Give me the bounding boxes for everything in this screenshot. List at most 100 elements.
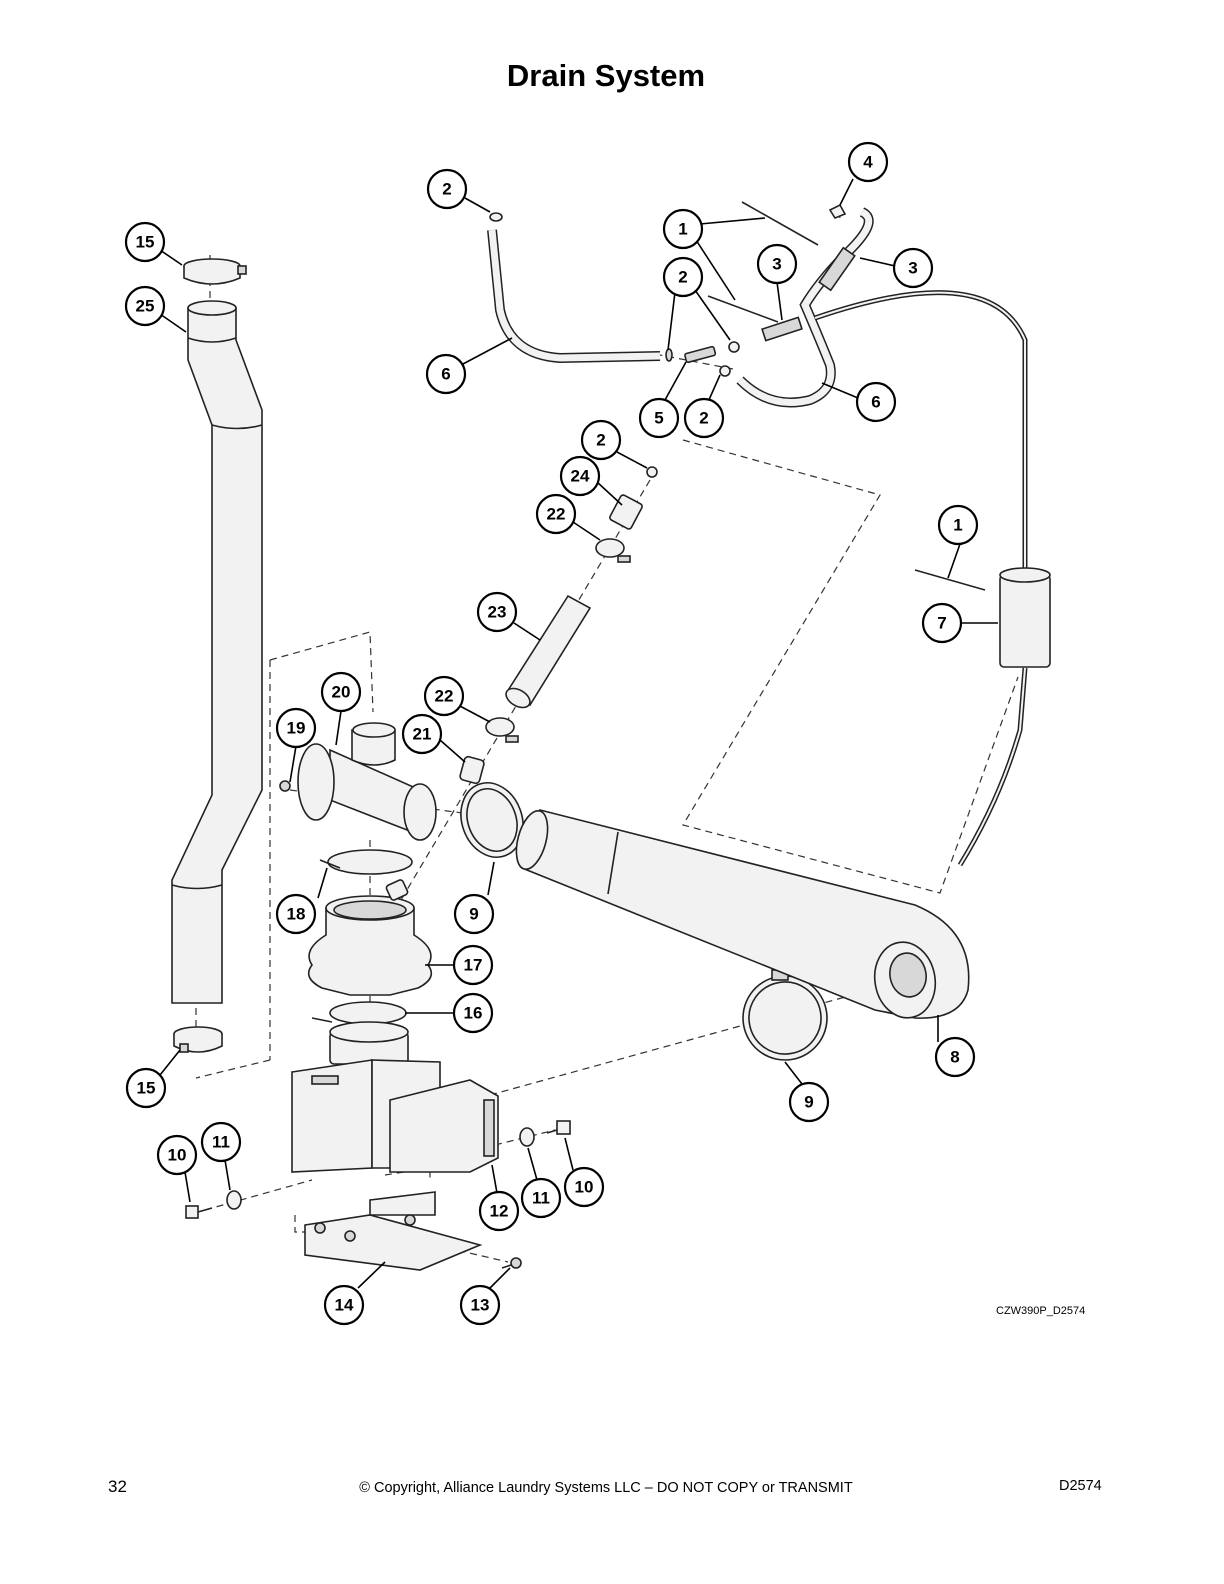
- callout-23: 23: [476, 591, 518, 633]
- svg-text:5: 5: [654, 409, 663, 428]
- hose-sleeve-upper: [818, 246, 856, 292]
- callout-14: 14: [323, 1284, 365, 1326]
- callout-15-bottom: 15: [125, 1067, 167, 1109]
- callout-22-upper: 22: [535, 493, 577, 535]
- svg-text:4: 4: [863, 153, 873, 172]
- callout-2-top-left: 2: [426, 168, 468, 210]
- callout-9-lower: 9: [788, 1081, 830, 1123]
- air-trap: [999, 567, 1051, 668]
- drain-hose-elbow: [515, 809, 970, 1019]
- bracket-screw: [501, 1257, 522, 1269]
- callout-16: 16: [452, 992, 494, 1034]
- svg-text:17: 17: [464, 956, 483, 975]
- svg-text:20: 20: [332, 683, 351, 702]
- callout-25: 25: [124, 285, 166, 327]
- small-clamp-d: [489, 212, 503, 222]
- document-code: D2574: [1059, 1478, 1102, 1494]
- washer-left: [226, 1190, 242, 1210]
- svg-text:2: 2: [699, 409, 708, 428]
- drain-boot: [307, 879, 433, 996]
- bolt-left: [185, 1205, 213, 1219]
- cable-tie-upper: [741, 201, 819, 246]
- drain-pipe: [171, 300, 263, 1004]
- pipe-clamp-top: [183, 258, 247, 285]
- svg-text:10: 10: [168, 1146, 187, 1165]
- svg-text:24: 24: [571, 467, 590, 486]
- pipe-clamp-bottom: [173, 1026, 223, 1053]
- callout-3-middle: 3: [756, 243, 798, 285]
- callout-11-left: 11: [200, 1121, 242, 1163]
- callout-19: 19: [275, 707, 317, 749]
- callout-15-top: 15: [124, 221, 166, 263]
- svg-text:18: 18: [287, 905, 306, 924]
- boot-clamp-lower: [311, 1001, 407, 1025]
- svg-text:3: 3: [908, 259, 917, 278]
- cable-tie-middle: [707, 295, 779, 323]
- callout-1-right: 1: [937, 504, 979, 546]
- callout-11-right: 11: [520, 1177, 562, 1219]
- svg-text:3: 3: [772, 255, 781, 274]
- svg-text:12: 12: [490, 1202, 509, 1221]
- svg-text:11: 11: [532, 1189, 550, 1208]
- svg-text:15: 15: [136, 233, 155, 252]
- svg-text:1: 1: [678, 220, 687, 239]
- callout-2-upper: 2: [662, 256, 704, 298]
- callout-2-tube: 2: [580, 419, 622, 461]
- copyright-notice: © Copyright, Alliance Laundry Systems LL…: [359, 1480, 853, 1496]
- callout-20: 20: [320, 671, 362, 713]
- svg-text:22: 22: [547, 505, 566, 524]
- small-clamp-a: [728, 341, 740, 353]
- callout-22-lower: 22: [423, 675, 465, 717]
- leader-lines: [159, 178, 998, 1291]
- svg-text:2: 2: [678, 268, 687, 287]
- svg-text:19: 19: [287, 719, 306, 738]
- svg-text:9: 9: [804, 1093, 813, 1112]
- cable-tie-right: [914, 569, 986, 591]
- callout-1-top: 1: [662, 208, 704, 250]
- svg-text:7: 7: [937, 614, 946, 633]
- hose-adapter: [609, 494, 643, 530]
- svg-text:1: 1: [953, 516, 962, 535]
- callout-5: 5: [638, 397, 680, 439]
- callout-3-right: 3: [892, 247, 934, 289]
- callout-24: 24: [559, 455, 601, 497]
- callout-4: 4: [847, 141, 889, 183]
- small-clamp-e: [646, 466, 658, 478]
- svg-text:6: 6: [441, 365, 450, 384]
- svg-text:2: 2: [596, 431, 605, 450]
- callout-7: 7: [921, 602, 963, 644]
- hose-clamp-lower: [742, 969, 828, 1061]
- callout-9-upper: 9: [453, 893, 495, 935]
- callout-10-left: 10: [156, 1134, 198, 1176]
- page-title: Drain System: [506, 58, 706, 93]
- callout-13: 13: [459, 1284, 501, 1326]
- svg-text:23: 23: [488, 603, 507, 622]
- svg-text:15: 15: [137, 1079, 156, 1098]
- elbow-fitting: [459, 755, 485, 785]
- svg-text:8: 8: [950, 1048, 959, 1067]
- callout-8: 8: [934, 1036, 976, 1078]
- small-clamp-f: [828, 203, 847, 219]
- hose-clamp-upper: [460, 782, 524, 858]
- svg-text:13: 13: [471, 1296, 490, 1315]
- svg-text:2: 2: [442, 180, 451, 199]
- callout-10-right: 10: [563, 1166, 605, 1208]
- svg-text:11: 11: [212, 1133, 230, 1152]
- callout-21: 21: [401, 713, 443, 755]
- callout-6-right: 6: [855, 381, 897, 423]
- callout-17: 17: [452, 944, 494, 986]
- housing-screw: [279, 780, 291, 792]
- svg-text:6: 6: [871, 393, 880, 412]
- svg-text:14: 14: [335, 1296, 354, 1315]
- svg-text:10: 10: [575, 1178, 594, 1197]
- small-clamp-b: [719, 365, 731, 377]
- tee-connector: [684, 345, 717, 364]
- bolt-right: [546, 1120, 571, 1135]
- tube-clamp-lower: [485, 717, 519, 743]
- svg-text:25: 25: [136, 297, 155, 316]
- tube-clamp-upper: [595, 538, 631, 563]
- callout-6-left: 6: [425, 353, 467, 395]
- mounting-bracket: [304, 1191, 483, 1271]
- svg-text:21: 21: [413, 725, 432, 744]
- svg-text:22: 22: [435, 687, 454, 706]
